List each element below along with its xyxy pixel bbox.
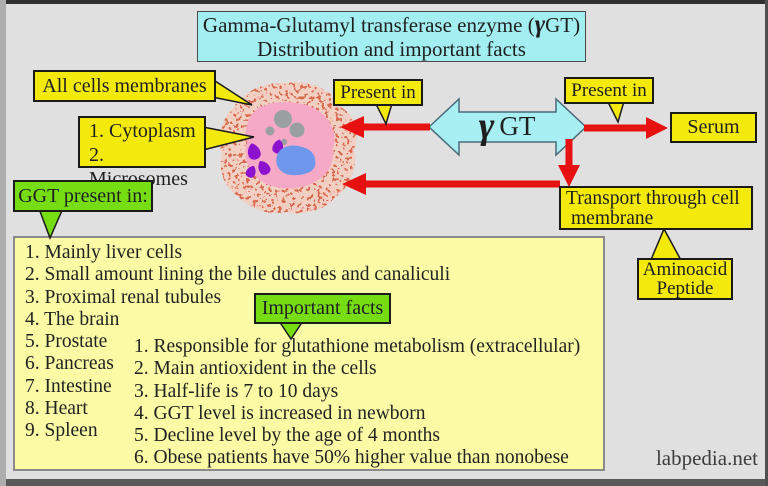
list-item: 6. Obese patients have 50% higher value … bbox=[134, 447, 569, 469]
list-item: 3. Half-life is 7 to 10 days bbox=[134, 380, 339, 402]
frame-bottom bbox=[0, 479, 768, 486]
callout-all-cells-membranes: All cells membranes bbox=[33, 70, 216, 102]
list-item: 1. Responsible for glutathione metabolis… bbox=[134, 336, 581, 357]
list-item: 4. GGT level is increased in newborn bbox=[134, 402, 426, 424]
tail-cell-contents bbox=[202, 126, 255, 151]
tail-all-cells bbox=[211, 77, 253, 106]
title-box: Gamma-Glutamyl transferase enzyme (γGT) … bbox=[197, 11, 586, 62]
gamma-gt-label: γ GT bbox=[478, 105, 536, 147]
callout-line: Aminoacid bbox=[642, 259, 728, 280]
granule-dots bbox=[245, 139, 284, 178]
callout-present-in-left: Present in bbox=[333, 79, 423, 106]
callout-present-in-right: Present in bbox=[564, 77, 654, 104]
callout-cell-contents: 1. Cytoplasm 2. Microsomes bbox=[78, 116, 206, 190]
title-line2: Distribution and important facts bbox=[257, 36, 526, 61]
callout-line: Transport through cell bbox=[566, 188, 740, 209]
arrow-ggt-to-cell bbox=[340, 116, 430, 138]
list-item: 2. Main antioxident in the cells bbox=[134, 358, 377, 380]
facts-list: 1. Responsible for glutathione metabolis… bbox=[134, 336, 580, 470]
list-item: 5. Decline level by the age of 4 months bbox=[134, 425, 440, 447]
list-item: 4. The brain bbox=[25, 308, 120, 330]
arrow-ggt-to-serum bbox=[584, 117, 668, 139]
list-item: 1. Mainly liver cells bbox=[25, 242, 183, 263]
frame-right bbox=[765, 0, 768, 486]
callout-line: membrane bbox=[571, 208, 654, 229]
nucleus-blob bbox=[276, 145, 316, 176]
transport-box: Transport through cell membrane bbox=[559, 186, 753, 230]
callout-line: Peptide bbox=[656, 278, 714, 299]
list-item: 6. Pancreas bbox=[25, 353, 114, 375]
serum-box: Serum bbox=[670, 112, 757, 143]
cell-cytoplasm bbox=[245, 102, 335, 189]
list-item: 9. Spleen bbox=[25, 420, 98, 442]
arrow-transport-to-cell bbox=[342, 173, 560, 195]
frame-left bbox=[0, 0, 6, 486]
callout-line: 1. Cytoplasm bbox=[89, 120, 196, 142]
list-item: 2. Small amount lining the bile ductules… bbox=[25, 264, 451, 286]
microsome-dots bbox=[265, 110, 305, 146]
aminoacid-peptide-callout: Aminoacid Peptide bbox=[637, 258, 733, 300]
title-line1: Gamma-Glutamyl transferase enzyme (γGT) bbox=[202, 10, 581, 38]
frame-top bbox=[0, 0, 768, 4]
organs-panel bbox=[13, 236, 605, 471]
list-item: 3. Proximal renal tubules bbox=[25, 286, 222, 308]
list-item: 8. Heart bbox=[25, 398, 88, 420]
ggt-present-callout: GGT present in: bbox=[13, 180, 153, 212]
gamma-symbol: γ bbox=[478, 105, 495, 147]
list-item: 5. Prostate bbox=[25, 331, 108, 353]
important-facts-callout: Important facts bbox=[254, 293, 391, 324]
organs-list: 1. Mainly liver cells 2. Small amount li… bbox=[25, 242, 450, 443]
list-item: 7. Intestine bbox=[25, 375, 112, 397]
watermark-label: labpedia.net bbox=[655, 446, 758, 470]
